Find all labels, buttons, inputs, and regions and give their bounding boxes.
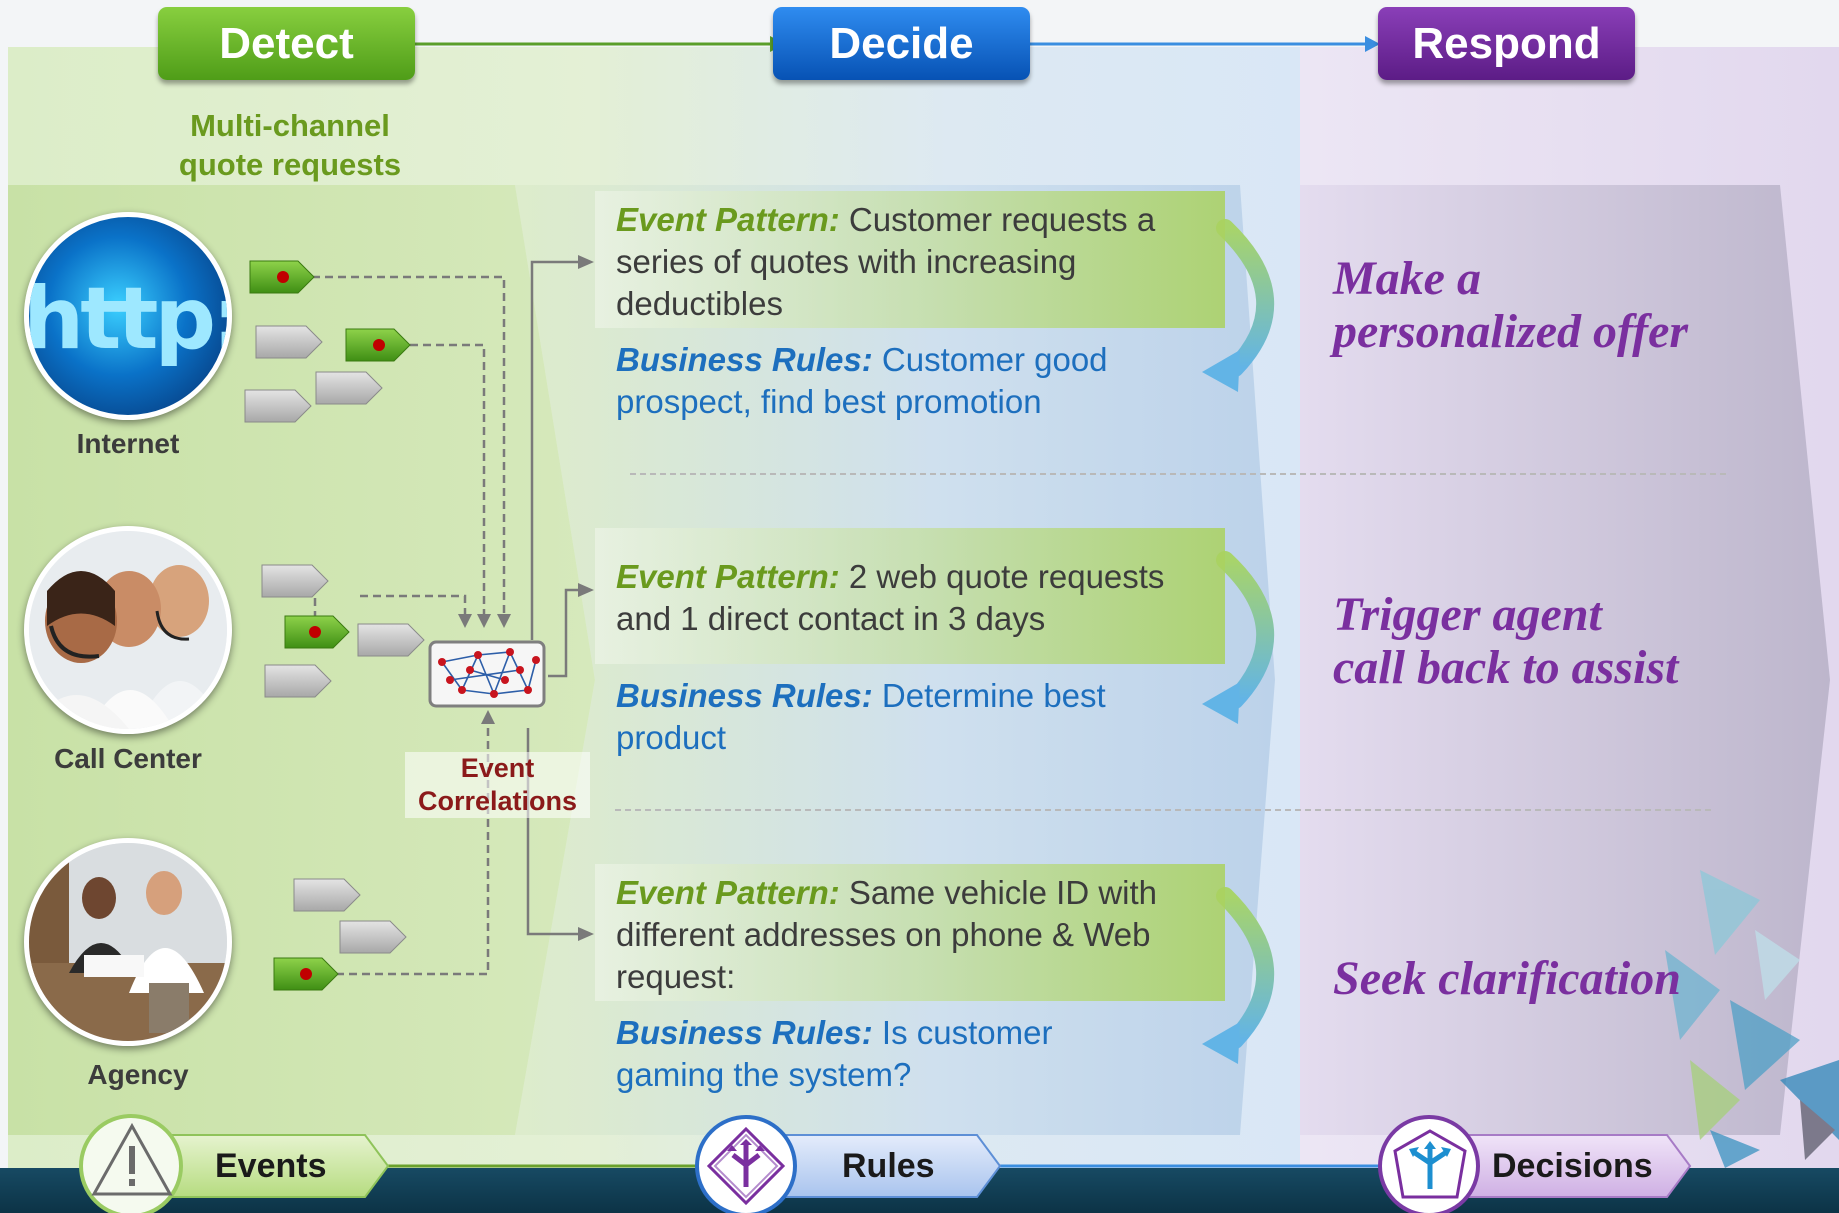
detect-subtitle-line-1: Multi-channel (190, 108, 390, 143)
footer-rules-label: Rules (842, 1147, 935, 1185)
footer-decisions-label: Decisions (1492, 1147, 1653, 1185)
fork-arrows-icon (707, 1127, 785, 1205)
stage-flow-arrows (415, 36, 1380, 52)
stage-detect: Detect (158, 7, 415, 80)
row-2-pattern-line-1: Event Pattern: 2 web quote requests (616, 556, 1226, 598)
row-3-rules-text-2: gaming the system? (616, 1056, 912, 1093)
channel-label-agency: Agency (87, 1059, 189, 1090)
row-3-rules-label: Business Rules: (616, 1014, 873, 1051)
row-2-pattern-text-1: 2 web quote requests (848, 558, 1165, 595)
correlation-label: Event Correlations (405, 752, 590, 818)
row-2-decision-line-2: call back to assist (1333, 641, 1679, 694)
row-1-pattern-line-1: Event Pattern: Customer requests a (616, 199, 1226, 241)
row-1-pattern-text-3: deductibles (616, 285, 783, 322)
row-3-pattern-label: Event Pattern: (616, 874, 840, 911)
agency-image (24, 838, 232, 1046)
gray-event-tag (244, 325, 425, 954)
row-1-decision-line-1: Make a (1333, 252, 1481, 305)
row-1-rules-text-2: prospect, find best promotion (616, 383, 1042, 420)
row-1-rules-line-1: Business Rules: Customer good (616, 339, 1226, 381)
row-3-rules-text-1: Is customer (881, 1014, 1053, 1051)
call-center-image (24, 526, 232, 734)
row-2-rules-label: Business Rules: (616, 677, 873, 714)
row-2-rules-text-2: product (616, 719, 727, 756)
row-1-decision: Make a personalized offer (1333, 252, 1688, 358)
channel-label-call-center: Call Center (54, 743, 202, 774)
row-3-pattern-text-3: request: (616, 958, 736, 995)
row-1-decision-line-2: personalized offer (1333, 305, 1689, 358)
correlation-network-icon (428, 640, 546, 708)
stage-decide: Decide (773, 7, 1030, 80)
row-3-rules-line-1: Business Rules: Is customer (616, 1012, 1226, 1054)
correlation-label-line-2: Correlations (417, 786, 578, 816)
row-2-pattern-text-2: and 1 direct contact in 3 days (616, 600, 1046, 637)
row-1-rules-label: Business Rules: (616, 341, 873, 378)
row-3-rules: Business Rules: Is customer gaming the s… (616, 1012, 1226, 1096)
row-2-decision-line-1: Trigger agent (1333, 588, 1602, 641)
call-center-people-icon (29, 531, 227, 729)
row-2-pattern-label: Event Pattern: (616, 558, 840, 595)
row-1-pattern-text-1: Customer requests a (848, 201, 1156, 238)
row-3-decision: Seek clarification (1333, 952, 1681, 1005)
warning-triangle-icon (91, 1122, 173, 1196)
channel-label-internet: Internet (76, 428, 180, 459)
row-1-pattern-text-2: series of quotes with increasing (616, 243, 1077, 280)
detect-subtitle: Multi-channel quote requests (140, 106, 440, 184)
footer-events-label: Events (215, 1147, 327, 1185)
row-2-pattern: Event Pattern: 2 web quote requests and … (616, 556, 1226, 640)
row-1-rules: Business Rules: Customer good prospect, … (616, 339, 1226, 423)
row-2-decision: Trigger agent call back to assist (1333, 588, 1678, 694)
correlation-label-line-1: Event (460, 753, 535, 783)
internet-image: http://w (24, 212, 232, 420)
row-3-pattern-text-1: Same vehicle ID with (848, 874, 1158, 911)
row-2-rules-line-1: Business Rules: Determine best (616, 675, 1226, 717)
detect-subtitle-line-2: quote requests (178, 147, 402, 182)
row-2-rules: Business Rules: Determine best product (616, 675, 1226, 759)
row-3-decision-line-1: Seek clarification (1333, 952, 1681, 1005)
branching-arrows-icon (1393, 1129, 1467, 1199)
row-1-pattern-label: Event Pattern: (616, 201, 840, 238)
pattern-band-2 (595, 528, 1225, 664)
row-3-pattern: Event Pattern: Same vehicle ID with diff… (616, 872, 1226, 998)
internet-image-text: http://w (24, 269, 227, 369)
row-3-pattern-text-2: different addresses on phone & Web (616, 916, 1151, 953)
stage-respond: Respond (1378, 7, 1635, 80)
pattern-band-3 (595, 864, 1225, 1001)
row-3-pattern-line-1: Event Pattern: Same vehicle ID with (616, 872, 1226, 914)
row-2-rules-text-1: Determine best (881, 677, 1106, 714)
pattern-band-1 (595, 191, 1225, 328)
row-1-rules-text-1: Customer good (881, 341, 1108, 378)
row-1-pattern: Event Pattern: Customer requests a serie… (616, 199, 1226, 325)
